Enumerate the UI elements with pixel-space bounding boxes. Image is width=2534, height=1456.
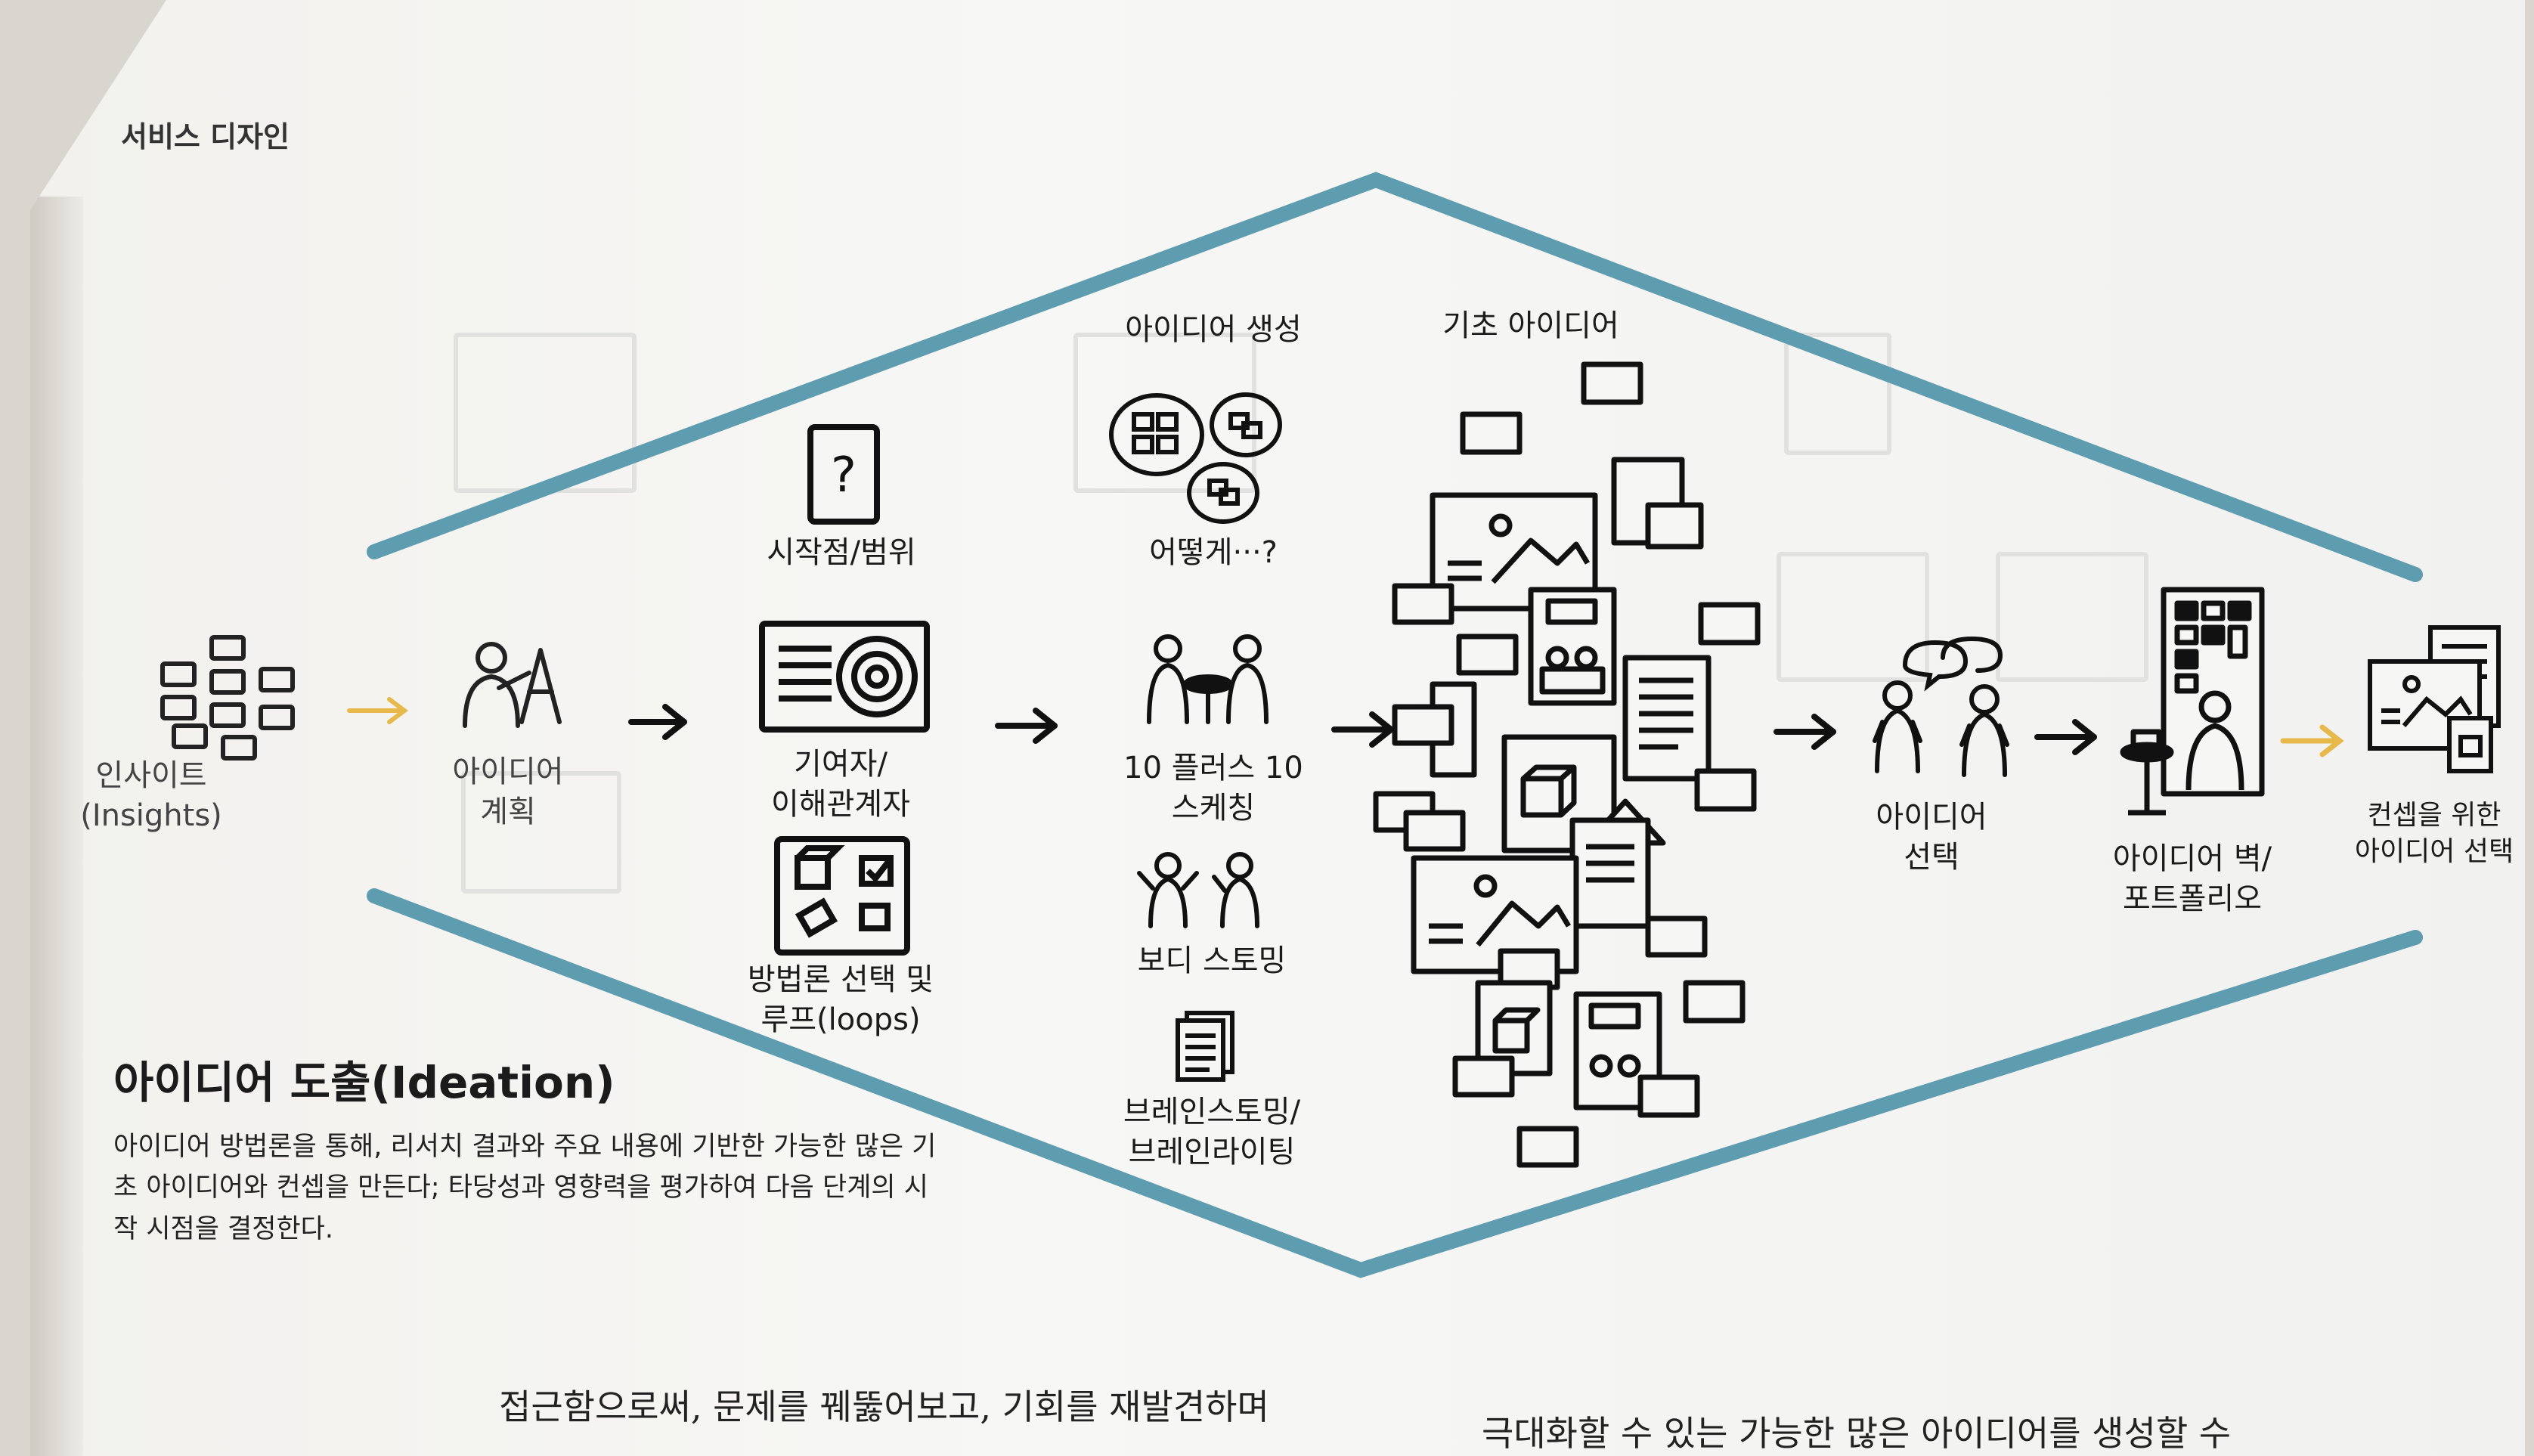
idea-card [1645,502,1704,550]
idea-card [1460,411,1523,455]
stakeholder-map-icon [759,621,930,733]
stage-label: 스케칭 [1171,790,1256,826]
idea-card [1516,1126,1579,1168]
arrow-right-icon [2034,719,2097,755]
idea-bubbles-icon [1109,392,1282,524]
idea-card [1392,583,1454,625]
stage-label: 아이디어 벽/ [2112,841,2272,876]
idea-card [1698,602,1761,646]
book-spine [30,197,83,1456]
arrow-right-icon [628,704,687,740]
idea-card [1683,980,1746,1024]
body-text-left: 접근함으로써, 문제를 꿰뚫어보고, 기회를 재발견하며 [499,1386,1269,1427]
stage-generation-title: 아이디어 생성 [1125,312,1302,347]
stage-scope: 시작점/범위 [767,533,915,573]
method-board-icon [774,836,910,956]
document-card [1569,817,1651,929]
stage-label: 루프(loops) [761,1002,921,1037]
insights-icon [160,635,295,761]
stage-label: 이해관계자 [771,786,910,822]
show-through-shape [1784,333,1891,455]
section-description: 아이디어 방법론을 통해, 리서치 결과와 주요 내용에 기반한 가능한 많은 … [113,1132,937,1244]
question-card-icon: ? [807,424,880,525]
document-card [1622,655,1712,782]
stage-brainstorming: 브레인스토밍/ 브레인라이팅 [1123,1092,1300,1173]
stage-idea-wall: 아이디어 벽/ 포트폴리오 [2113,839,2272,919]
folded-page-corner [0,0,166,257]
arrow-right-icon [995,708,1058,744]
idea-card [1637,1074,1700,1118]
show-through-shape [461,771,621,894]
document-stack-icon [1176,1011,1234,1082]
stage-stakeholders: 기여자/ 이해관계자 [771,745,910,825]
stage-bodystorming: 보디 스토밍 [1138,941,1287,981]
idea-card [1645,915,1708,958]
idea-card [1403,810,1466,852]
section-title: 아이디어 도출(Ideation) [113,1057,615,1108]
stage-label: 계획 [480,794,536,829]
idea-card [1694,768,1757,812]
stage-insights: 인사이트 (Insights) [80,756,222,836]
stage-ten-plus-ten: 10 플러스 10 스케칭 [1123,748,1303,829]
stage-label: 시작점/범위 [767,535,916,570]
stage-label: 보디 스토밍 [1137,943,1287,978]
gold-arrow-icon [2280,724,2344,757]
idea-wall-icon [2120,587,2265,816]
stage-methods: 방법론 선택 및 루프(loops) [748,960,934,1040]
basic-ideas-collage [1373,361,1761,1168]
idea-card [1456,634,1519,676]
gold-arrow-icon [347,697,408,724]
stage-label: 아이디어 [452,754,564,789]
idea-card [1392,704,1454,746]
stage-label: 포트폴리오 [2122,881,2262,916]
stage-label: 브레인라이팅 [1128,1134,1296,1169]
bodystorming-people-icon [1137,852,1259,928]
idea-card [1581,361,1643,405]
diamond-frame [367,172,2423,1278]
person-flipchart-icon [463,642,562,728]
svg-text:?: ? [831,448,857,503]
stage-label: (Insights) [80,798,222,833]
stage-label: 인사이트 [95,758,207,793]
sketching-people-icon [1147,634,1269,724]
arrow-right-icon [1331,711,1394,748]
stage-planning: 아이디어 계획 [452,752,563,832]
show-through-shape [1996,552,2148,682]
discussion-people-icon [1873,636,2009,777]
stage-label: 컨셉을 위한 [2367,800,2501,831]
running-head: 서비스 디자인 [121,120,290,153]
stage-label: 아이디어 선택 [2354,835,2514,867]
show-through-shape [1073,333,1256,493]
stage-label: 방법론 선택 및 [747,962,934,997]
idea-card [1452,1055,1515,1098]
book-page [30,0,2525,1456]
stage-generation-how: 어떻게···? [1149,535,1278,570]
arrow-right-icon [1773,714,1836,750]
stage-label: 10 플러스 10 [1123,751,1303,785]
stage-label: 브레인스토밍/ [1123,1095,1301,1129]
stage-label: 선택 [1904,839,1959,875]
show-through-shape [1777,552,1929,682]
concept-cards-icon [2368,625,2501,773]
stage-label: 아이디어 [1876,800,1987,835]
stage-basic-ideas: 기초 아이디어 [1442,308,1619,343]
stage-selection: 아이디어 선택 [1876,798,1987,878]
stage-concept: 컨셉을 위한 아이디어 선택 [2355,798,2514,869]
body-text-right: 극대화할 수 있는 가능한 많은 아이디어를 생성할 수 [1482,1413,2232,1454]
stage-label: 기여자/ [794,747,888,782]
